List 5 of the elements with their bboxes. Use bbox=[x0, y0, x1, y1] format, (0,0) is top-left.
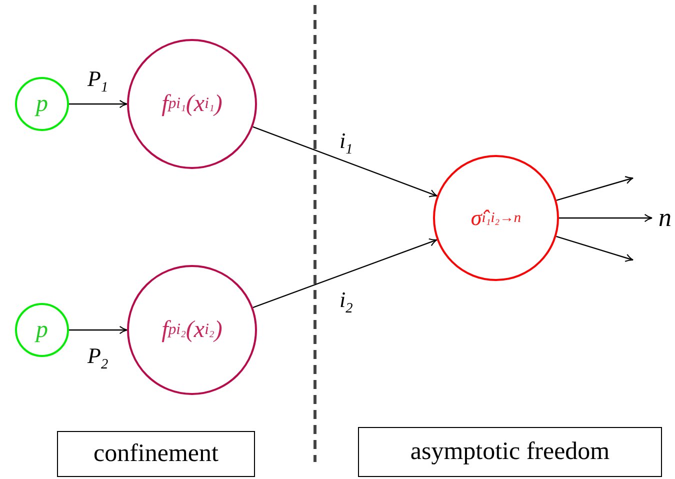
proton-circle: p bbox=[15, 77, 69, 131]
final-state-label: n bbox=[655, 204, 675, 232]
proton-circle: p bbox=[15, 303, 69, 357]
region-label: confinement bbox=[57, 431, 255, 477]
region-label: asymptotic freedom bbox=[358, 427, 662, 477]
